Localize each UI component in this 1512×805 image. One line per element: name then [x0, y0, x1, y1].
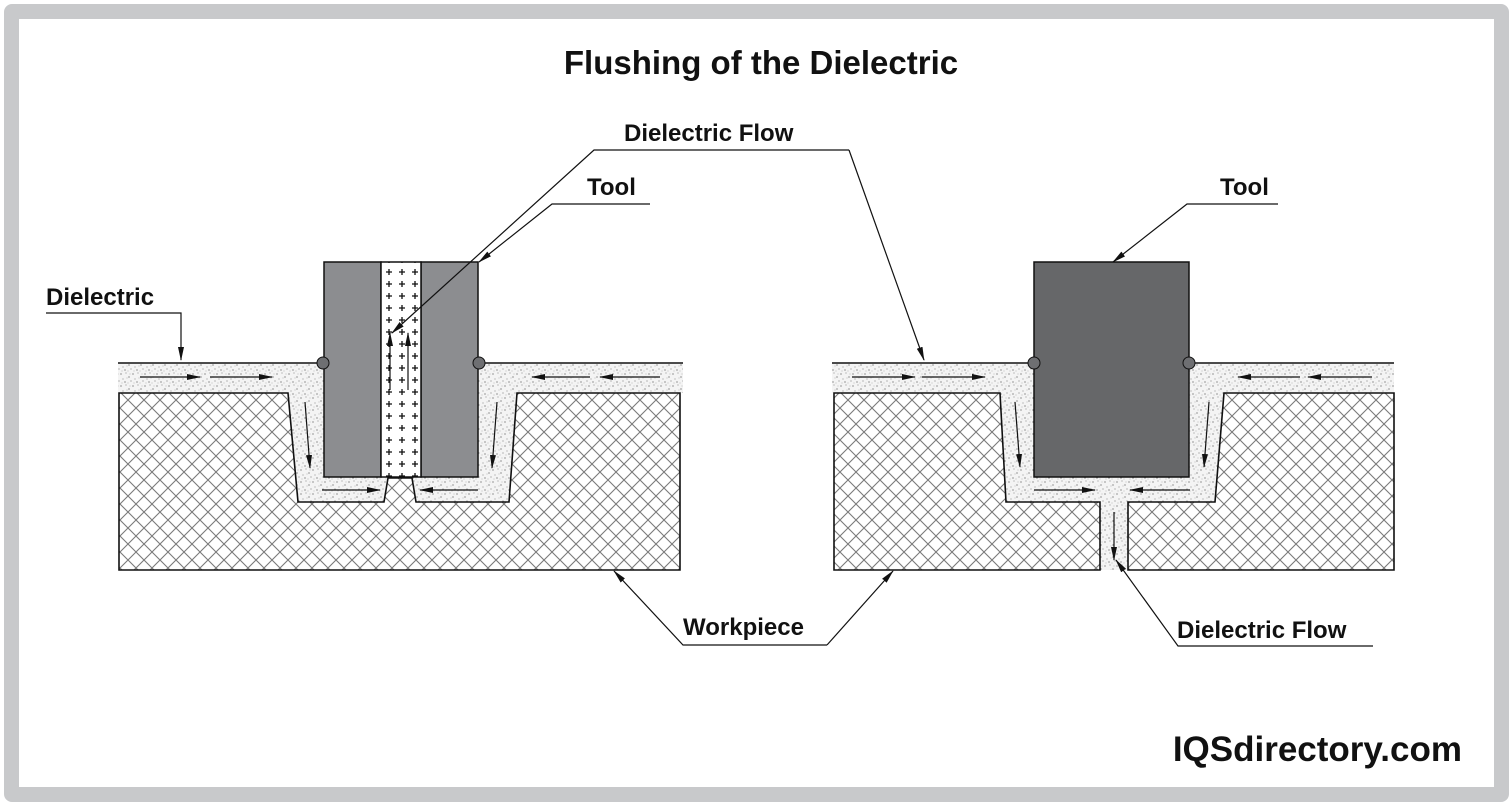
left-tool-wall-left: [323, 261, 382, 478]
left-seal-icon: [472, 356, 486, 370]
right-workpiece-right: [1127, 392, 1395, 571]
leader-dielectric: [46, 312, 184, 361]
leader-tool-left: [478, 203, 650, 263]
left-seal-icon: [316, 356, 330, 370]
left-workpiece: [118, 392, 681, 571]
label-dielectric-flow-top: Dielectric Flow: [624, 120, 794, 147]
leader-lines: [46, 149, 1373, 647]
right-diagram: [832, 261, 1395, 571]
right-flow-arrows: [852, 374, 1372, 561]
label-dielectric-flow-bottom: Dielectric Flow: [1177, 617, 1347, 644]
label-tool-left: Tool: [587, 174, 636, 201]
right-tool: [1033, 261, 1190, 478]
diagram-title: Flushing of the Dielectric: [564, 44, 958, 81]
right-seal-icon: [1027, 356, 1041, 370]
left-tool-wall-right: [420, 261, 479, 478]
label-dielectric: Dielectric: [46, 284, 154, 311]
leader-dielectric-flow-left: [391, 149, 849, 334]
leader-tool-right: [1112, 203, 1278, 263]
leader-dielectric-flow-bottom: [1115, 559, 1373, 647]
label-workpiece: Workpiece: [683, 614, 804, 641]
flow-arrow-down: [304, 401, 313, 469]
left-flow-arrows: [140, 332, 660, 493]
leader-workpiece-left: [613, 570, 827, 646]
label-tool-right: Tool: [1220, 174, 1269, 201]
left-diagram: [118, 261, 683, 571]
flow-arrow-down: [489, 401, 498, 469]
right-workpiece-left: [833, 392, 1101, 571]
brand-logo-text: IQSdirectory.com: [1173, 730, 1462, 769]
left-tool-flow-channel: [380, 261, 422, 478]
leader-workpiece-right: [826, 570, 894, 646]
flow-arrow-down: [1014, 401, 1022, 468]
flow-arrow-down: [1202, 401, 1210, 468]
leader-dielectric-flow-right: [848, 149, 925, 361]
right-seal-icon: [1182, 356, 1196, 370]
